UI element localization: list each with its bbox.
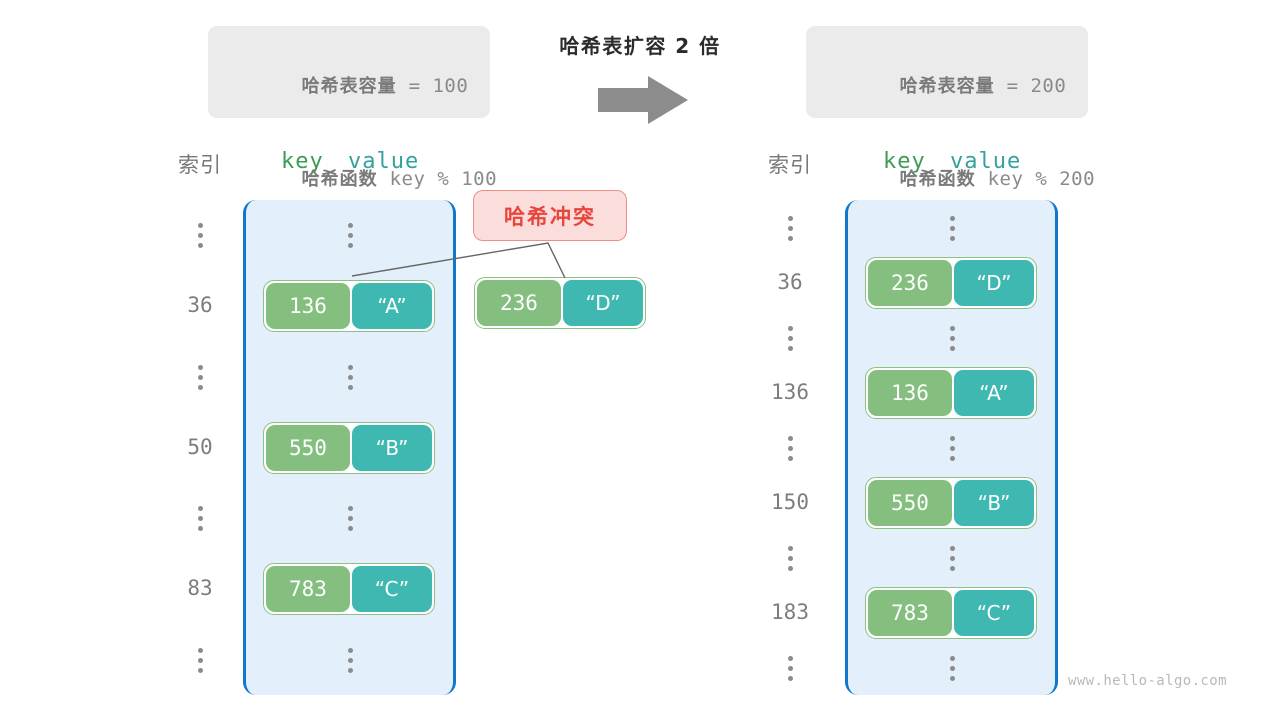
right-bucket-ellipsis-icon — [945, 325, 959, 351]
right-entry-key: 136 — [868, 369, 952, 416]
left-index-50: 50 — [187, 434, 213, 459]
right-index-column-header: 索引 — [768, 153, 812, 177]
colliding-entry-value: “D” — [562, 280, 643, 326]
colliding-entry-key: 236 — [477, 280, 561, 326]
right-index-36: 36 — [777, 269, 803, 294]
right-bucket-ellipsis-icon — [945, 655, 959, 681]
left-index-column-header: 索引 — [178, 153, 222, 177]
left-bucket-ellipsis-icon — [343, 364, 357, 390]
left-entry: 136“A” — [263, 280, 435, 333]
right-index-ellipsis-icon — [783, 655, 797, 681]
capacity-expression-before: = 100 — [396, 75, 469, 97]
right-bucket-ellipsis-icon — [945, 435, 959, 461]
left-bucket-ellipsis-icon — [343, 647, 357, 673]
colliding-entry: 236 “D” — [474, 277, 646, 329]
right-bucket-ellipsis-icon — [945, 545, 959, 571]
right-entry: 550“B” — [865, 476, 1037, 529]
right-entry-value: “C” — [953, 589, 1034, 636]
right-bucket-ellipsis-icon — [945, 215, 959, 241]
left-index-ellipsis-icon — [193, 364, 207, 390]
left-index-ellipsis-icon — [193, 223, 207, 249]
right-entry-value: “B” — [953, 479, 1034, 526]
left-entry-value: “B” — [351, 424, 432, 471]
watermark: www.hello-algo.com — [1068, 673, 1227, 689]
left-bucket-ellipsis-icon — [343, 506, 357, 532]
left-entry-key: 550 — [266, 424, 350, 471]
left-index-ellipsis-icon — [193, 506, 207, 532]
right-index-ellipsis-icon — [783, 215, 797, 241]
left-index-36: 36 — [187, 293, 213, 318]
right-entry: 136“A” — [865, 366, 1037, 419]
hash-function-label-after: 哈希函数 — [899, 169, 976, 190]
left-bucket-ellipsis-icon — [343, 223, 357, 249]
right-value-column-header: value — [950, 149, 1022, 174]
left-entry-key: 783 — [266, 565, 350, 612]
left-index-ellipsis-icon — [193, 647, 207, 673]
hash-function-expression-after: key % 200 — [975, 168, 1096, 190]
hash-function-label-before: 哈希函数 — [301, 169, 378, 190]
right-entry-key: 550 — [868, 479, 952, 526]
right-entry-value: “D” — [953, 259, 1034, 306]
left-entry-value: “A” — [351, 283, 432, 330]
capacity-label-before: 哈希表容量 — [301, 76, 397, 97]
left-value-column-header: value — [348, 149, 420, 174]
right-index-ellipsis-icon — [783, 545, 797, 571]
collision-badge: 哈希冲突 — [473, 190, 627, 241]
left-entry: 783“C” — [263, 562, 435, 615]
expand-title: 哈希表扩容 2 倍 — [559, 34, 721, 58]
hash-table-info-panel-before: 哈希表容量 = 100 哈希函数 key % 100 — [208, 26, 497, 190]
right-index-183: 183 — [771, 599, 809, 624]
left-entry: 550“B” — [263, 421, 435, 474]
right-index-150: 150 — [771, 489, 809, 514]
capacity-line-after: 哈希表容量 = 200 — [828, 40, 1066, 133]
hash-function-line-after: 哈希函数 key % 200 — [828, 133, 1095, 226]
right-entry-value: “A” — [953, 369, 1034, 416]
right-index-136: 136 — [771, 379, 809, 404]
right-entry-key: 236 — [868, 259, 952, 306]
capacity-label-after: 哈希表容量 — [899, 76, 995, 97]
capacity-expression-after: = 200 — [994, 75, 1067, 97]
right-entry-key: 783 — [868, 589, 952, 636]
left-entry-value: “C” — [351, 565, 432, 612]
left-key-column-header: key — [281, 149, 324, 174]
hash-function-expression-before: key % 100 — [377, 168, 498, 190]
hash-function-line-before: 哈希函数 key % 100 — [230, 133, 497, 226]
right-entry: 783“C” — [865, 586, 1037, 639]
left-entry-key: 136 — [266, 283, 350, 330]
left-index-83: 83 — [187, 575, 213, 600]
hash-table-info-panel-after: 哈希表容量 = 200 哈希函数 key % 200 — [806, 26, 1095, 190]
capacity-line-before: 哈希表容量 = 100 — [230, 40, 468, 133]
right-arrow-icon — [598, 76, 688, 124]
right-entry: 236“D” — [865, 256, 1037, 309]
right-index-ellipsis-icon — [783, 325, 797, 351]
right-index-ellipsis-icon — [783, 435, 797, 461]
right-key-column-header: key — [883, 149, 926, 174]
